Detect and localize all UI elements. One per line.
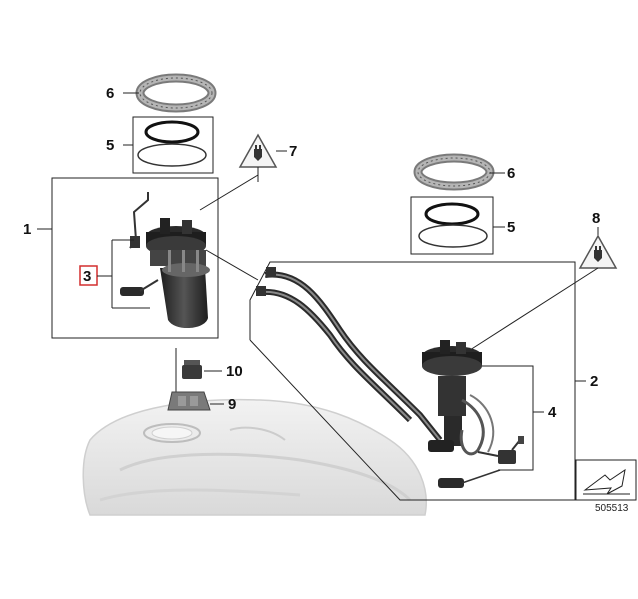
callout-1[interactable]: 1	[23, 221, 31, 238]
lock-ring-left[interactable]	[135, 73, 217, 113]
callout-7[interactable]: 7	[289, 143, 297, 160]
callout-9[interactable]: 9	[228, 396, 236, 413]
gasket-right[interactable]	[418, 202, 488, 248]
callout-8[interactable]: 8	[592, 210, 600, 227]
callout-5-left[interactable]: 5	[106, 137, 114, 154]
callout-3[interactable]: 3	[83, 268, 91, 285]
bracket-3	[97, 239, 150, 309]
fuel-tank	[82, 398, 427, 516]
lock-ring-right[interactable]	[413, 153, 495, 191]
callout-2[interactable]: 2	[590, 373, 598, 390]
leader-7-diag	[199, 174, 259, 211]
fuel-pump-module-right[interactable]	[422, 340, 524, 488]
gasket-left[interactable]	[137, 120, 207, 167]
box-2	[249, 261, 576, 501]
fuel-line-assembly[interactable]	[256, 267, 443, 442]
callout-5-right[interactable]: 5	[507, 219, 515, 236]
fuel-pump-module-left[interactable]	[120, 192, 210, 329]
connector-line	[205, 249, 259, 281]
box-5-right	[410, 196, 494, 255]
warning-triangle-7-icon[interactable]	[238, 133, 278, 168]
diagram-number: 505513	[595, 503, 629, 514]
box-5-left	[132, 116, 214, 174]
callout-4[interactable]: 4	[548, 404, 557, 421]
part-10-connector[interactable]	[182, 360, 202, 379]
bracket-4	[482, 365, 544, 471]
part-9-cover[interactable]	[167, 391, 211, 411]
callout-10[interactable]: 10	[226, 363, 243, 380]
callout-6-right[interactable]: 6	[507, 165, 515, 182]
orientation-arrow-icon	[575, 459, 637, 501]
warning-triangle-8-icon[interactable]	[578, 234, 618, 269]
box-1	[51, 177, 219, 339]
leader-8-diag	[469, 267, 599, 351]
callout-6-left[interactable]: 6	[106, 85, 114, 102]
